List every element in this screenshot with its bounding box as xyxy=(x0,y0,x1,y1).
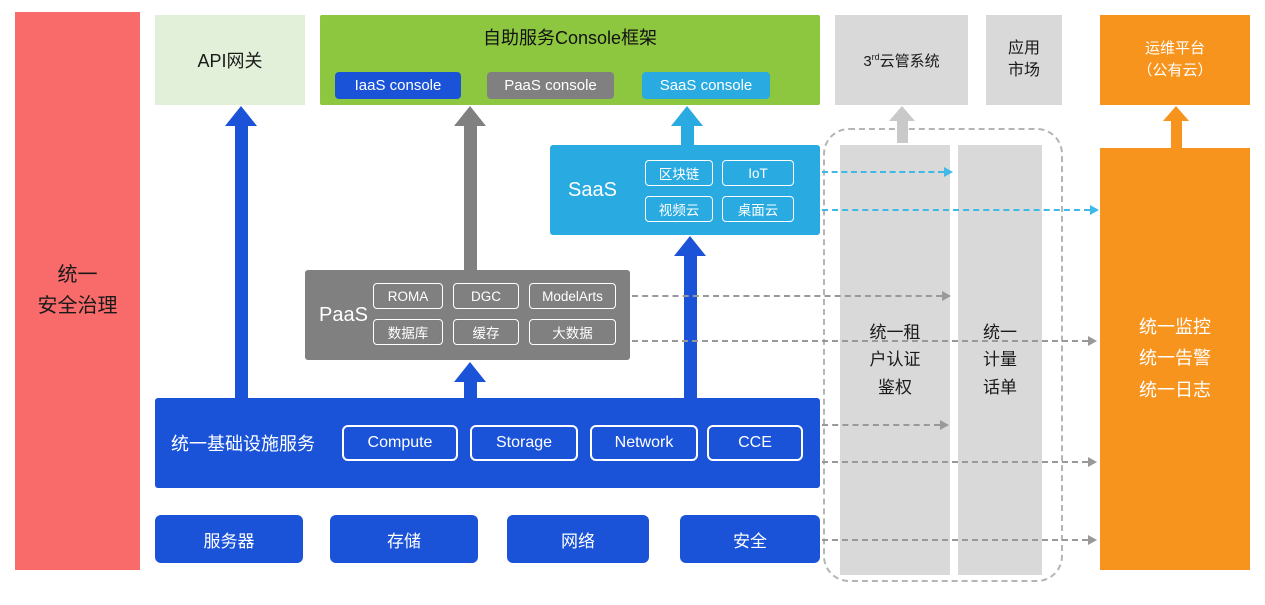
infra-box-storage: 存储 xyxy=(330,515,478,563)
arrow-group-to-third-party xyxy=(886,106,918,143)
iaas-button-compute: Compute xyxy=(342,425,458,461)
paas-console-button: PaaS console xyxy=(487,72,614,99)
arrow-iaas-to-saas xyxy=(674,236,706,398)
api-gateway-box: API网关 xyxy=(155,15,305,105)
saas-pill-video-cloud: 视频云 xyxy=(645,196,713,222)
dashed-line-iaas-to-auth-arrowhead xyxy=(940,420,949,430)
arrow-iaas-to-api-gateway xyxy=(225,106,257,398)
third-party-cloud-label: 3rd云管系统 xyxy=(863,51,940,70)
third-party-cloud-box: 3rd云管系统 xyxy=(835,15,968,105)
app-market-box: 应用 市场 xyxy=(986,15,1062,105)
paas-pill-modelarts: ModelArts xyxy=(529,283,616,309)
infra-box-server: 服务器 xyxy=(155,515,303,563)
arrow-iaas-to-paas xyxy=(454,362,486,398)
saas-layer-box: SaaS 区块链 IoT 视频云 桌面云 xyxy=(550,145,820,235)
console-frame-title: 自助服务Console框架 xyxy=(482,28,658,48)
metering-billing-panel: 统一 计量 话单 xyxy=(958,145,1042,575)
saas-layer-label: SaaS xyxy=(568,178,617,201)
tenant-auth-panel: 统一租 户认证 鉴权 xyxy=(840,145,950,575)
arrow-saas-to-console xyxy=(671,106,703,146)
iaas-layer-label: 统一基础设施服务 xyxy=(171,434,315,454)
saas-pill-desktop-cloud: 桌面云 xyxy=(722,196,794,222)
infra-box-security: 安全 xyxy=(680,515,820,563)
saas-console-button: SaaS console xyxy=(642,72,770,99)
paas-pill-cache: 缓存 xyxy=(453,319,519,345)
iaas-console-button: IaaS console xyxy=(335,72,461,99)
unified-monitor-panel: 统一监控 统一告警 统一日志 xyxy=(1100,148,1250,570)
infra-box-network: 网络 xyxy=(507,515,649,563)
dashed-line-saas-to-auth-arrowhead xyxy=(944,167,953,177)
dashed-line-saas-to-monitor xyxy=(822,209,1090,211)
paas-pill-roma: ROMA xyxy=(373,283,443,309)
ops-platform-box: 运维平台 （公有云） xyxy=(1100,15,1250,105)
dashed-line-paas-to-monitor xyxy=(632,340,1088,342)
paas-pill-database: 数据库 xyxy=(373,319,443,345)
shared-services-group-border xyxy=(823,128,1063,582)
arrow-monitor-to-ops-platform xyxy=(1160,106,1192,148)
dashed-line-paas-to-auth-arrowhead xyxy=(942,291,951,301)
iaas-button-network: Network xyxy=(590,425,698,461)
dashed-line-security-to-monitor xyxy=(822,539,1088,541)
dashed-line-iaas-to-monitor-arrowhead xyxy=(1088,457,1097,467)
paas-pill-dgc: DGC xyxy=(453,283,519,309)
paas-layer-label: PaaS xyxy=(319,303,368,326)
dashed-line-saas-to-monitor-arrowhead xyxy=(1090,205,1099,215)
arrow-paas-to-console xyxy=(454,106,486,270)
saas-pill-blockchain: 区块链 xyxy=(645,160,713,186)
dashed-line-paas-to-monitor-arrowhead xyxy=(1088,336,1097,346)
saas-pill-iot: IoT xyxy=(722,160,794,186)
dashed-line-iaas-to-auth xyxy=(822,424,940,426)
paas-layer-box: PaaS ROMA DGC ModelArts 数据库 缓存 大数据 xyxy=(305,270,630,360)
iaas-layer-box: 统一基础设施服务 Compute Storage Network CCE xyxy=(155,398,820,488)
iaas-button-storage: Storage xyxy=(470,425,578,461)
dashed-line-iaas-to-monitor xyxy=(822,461,1088,463)
console-frame-box: 自助服务Console框架 IaaS console PaaS console … xyxy=(320,15,820,105)
iaas-button-cce: CCE xyxy=(707,425,803,461)
dashed-line-paas-to-auth xyxy=(632,295,942,297)
paas-pill-bigdata: 大数据 xyxy=(529,319,616,345)
dashed-line-saas-to-auth xyxy=(822,171,944,173)
security-governance-bar: 统一 安全治理 xyxy=(15,12,140,570)
dashed-line-security-to-monitor-arrowhead xyxy=(1088,535,1097,545)
